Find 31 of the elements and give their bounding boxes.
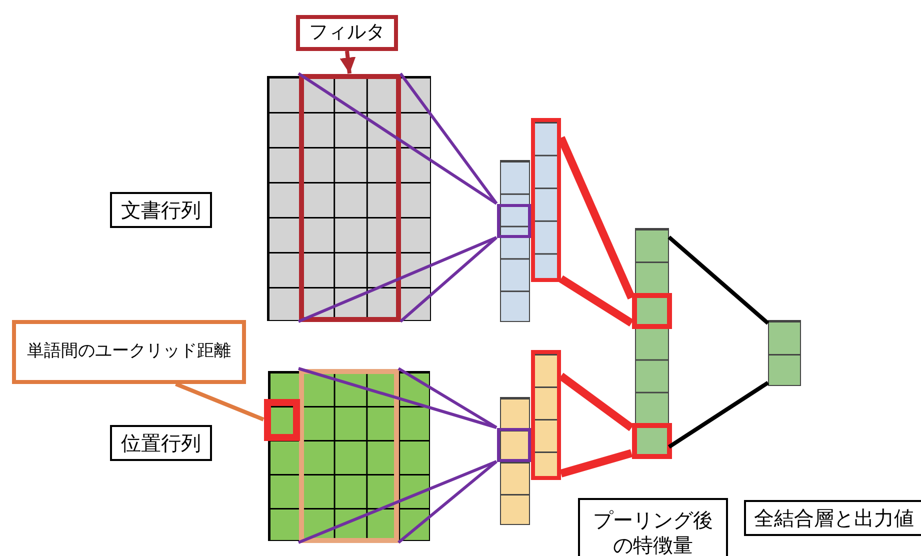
label-box: プーリング後の特徴量 [578, 498, 728, 556]
connector-line [558, 372, 634, 432]
pooled-feature-column [635, 228, 669, 456]
feature-map-column [500, 397, 530, 525]
connector-line [298, 460, 498, 544]
connector-line [558, 275, 634, 326]
callout-box: 単語間のユークリッド距離 [12, 320, 246, 384]
highlight-cell [632, 292, 672, 328]
arrow [340, 50, 356, 74]
highlight-cell [496, 204, 530, 238]
highlight-cell [264, 398, 300, 440]
label-box: フィルタ [296, 15, 398, 51]
filter-frame [298, 74, 400, 322]
connector-line [298, 367, 497, 429]
feature-map-column [500, 160, 530, 322]
feature-map-column [531, 350, 561, 480]
filter-frame [298, 368, 398, 542]
connector-line [298, 236, 498, 323]
highlight-cell [632, 422, 672, 458]
connector-line [560, 449, 633, 478]
label-box: 全結合層と出力値 [744, 500, 921, 536]
connector-line [298, 72, 498, 205]
connector-line [175, 382, 264, 422]
connector-line [668, 381, 770, 449]
label-box: 文書行列 [110, 192, 212, 228]
highlight-cell [496, 428, 530, 462]
matrix-grid [267, 76, 431, 321]
output-column [768, 320, 801, 386]
label-box: 位置行列 [110, 425, 212, 461]
feature-map-column [531, 118, 561, 282]
connector-line [668, 236, 770, 325]
